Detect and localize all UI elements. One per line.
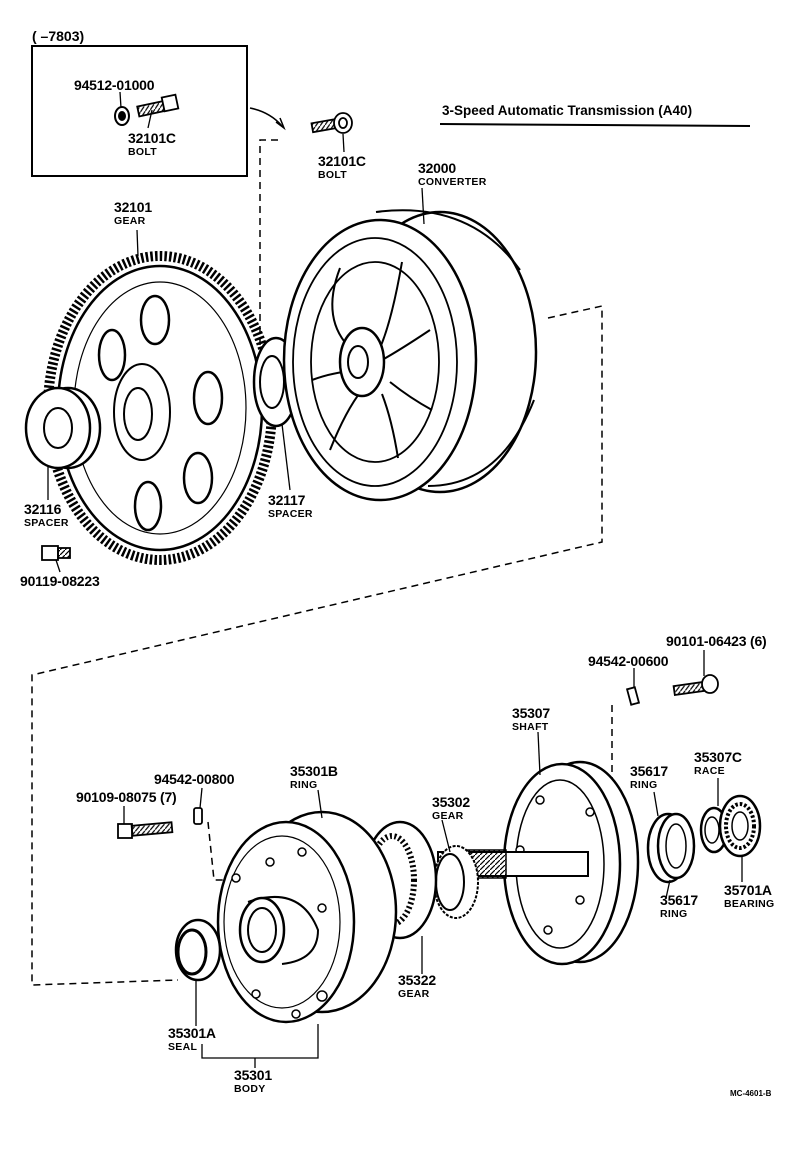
inset-arrow bbox=[249, 107, 283, 127]
pin-94542-00600-drawing bbox=[625, 686, 641, 706]
leader-lines bbox=[47, 91, 743, 1068]
label-35701a-name: BEARING bbox=[724, 898, 775, 910]
label-35701a-number: 35701A bbox=[724, 882, 772, 898]
label-35301a-name: SEAL bbox=[168, 1041, 198, 1053]
label-32101c-number: 32101C bbox=[318, 153, 366, 169]
label-32117-number: 32117 bbox=[268, 492, 306, 508]
label-90119-08223-number: 90119-08223 bbox=[20, 573, 100, 589]
label-35617-bottom-number: 35617 bbox=[660, 892, 698, 908]
inset-nut-drawing bbox=[114, 106, 130, 126]
gear-35302-drawing bbox=[433, 845, 479, 919]
label-32101-name: GEAR bbox=[114, 215, 146, 227]
label-35301b-name: RING bbox=[290, 779, 318, 791]
label-32116-name: SPACER bbox=[24, 517, 69, 529]
title-underline bbox=[439, 123, 751, 127]
label-35322-number: 35322 bbox=[398, 972, 436, 988]
torque-converter-32000-drawing bbox=[282, 209, 538, 502]
ring-35617-drawing bbox=[646, 812, 696, 884]
bearing-35701a-drawing bbox=[718, 794, 762, 858]
spacer-32117-drawing bbox=[252, 336, 300, 428]
label-94542-00600-number: 94542-00600 bbox=[588, 653, 669, 669]
label-35307c-name: RACE bbox=[694, 765, 725, 777]
label-35302-name: GEAR bbox=[432, 810, 464, 822]
label-35307-name: SHAFT bbox=[512, 721, 549, 733]
label-35322-name: GEAR bbox=[398, 988, 430, 1000]
ring-gear-32101-drawing bbox=[43, 251, 277, 565]
label-94512-01000-number: 94512-01000 bbox=[74, 77, 155, 93]
label-35301b-number: 35301B bbox=[290, 763, 338, 779]
bolt-90101-drawing bbox=[672, 674, 719, 697]
bolt-32101c-drawing bbox=[310, 112, 353, 134]
spacer-32116-drawing bbox=[24, 386, 102, 470]
label-35302-number: 35302 bbox=[432, 794, 470, 810]
label-32000-number: 32000 bbox=[418, 160, 456, 176]
label-35307c-number: 35307C bbox=[694, 749, 742, 765]
label-35301-name: BODY bbox=[234, 1083, 266, 1095]
label-35617-bottom-name: RING bbox=[660, 908, 688, 920]
drawing-code: MC-4601-B bbox=[730, 1089, 772, 1098]
inset-bolt-drawing bbox=[136, 93, 180, 118]
label-35301a-number: 35301A bbox=[168, 1025, 216, 1041]
diagram-title: 3-Speed Automatic Transmission (A40) bbox=[442, 103, 693, 118]
label-35617-top-number: 35617 bbox=[630, 763, 668, 779]
label-35301-number: 35301 bbox=[234, 1067, 272, 1083]
seal-35301a-drawing bbox=[174, 918, 222, 982]
label-32116-number: 32116 bbox=[24, 501, 62, 517]
label-32117-name: SPACER bbox=[268, 508, 313, 520]
bolt-90119-drawing bbox=[41, 545, 71, 561]
label-32101c-inset-name: BOLT bbox=[128, 146, 157, 158]
label-90109-08075-number: 90109-08075 (7) bbox=[76, 789, 177, 805]
pump-body-35301-drawing bbox=[216, 810, 398, 1024]
label-32101-number: 32101 bbox=[114, 199, 152, 215]
label-32101c-name: BOLT bbox=[318, 169, 347, 181]
label-32000-name: CONVERTER bbox=[418, 176, 487, 188]
range-note: ( –7803) bbox=[32, 28, 85, 44]
label-90101-06423-number: 90101-06423 (6) bbox=[666, 633, 767, 649]
label-94542-00800-number: 94542-00800 bbox=[154, 771, 235, 787]
bolt-90109-drawing bbox=[117, 821, 174, 839]
label-35307-number: 35307 bbox=[512, 705, 550, 721]
inset-box bbox=[31, 45, 248, 177]
pin-94542-00800-drawing bbox=[193, 807, 203, 825]
label-35617-top-name: RING bbox=[630, 779, 658, 791]
label-32101c-inset-number: 32101C bbox=[128, 130, 176, 146]
